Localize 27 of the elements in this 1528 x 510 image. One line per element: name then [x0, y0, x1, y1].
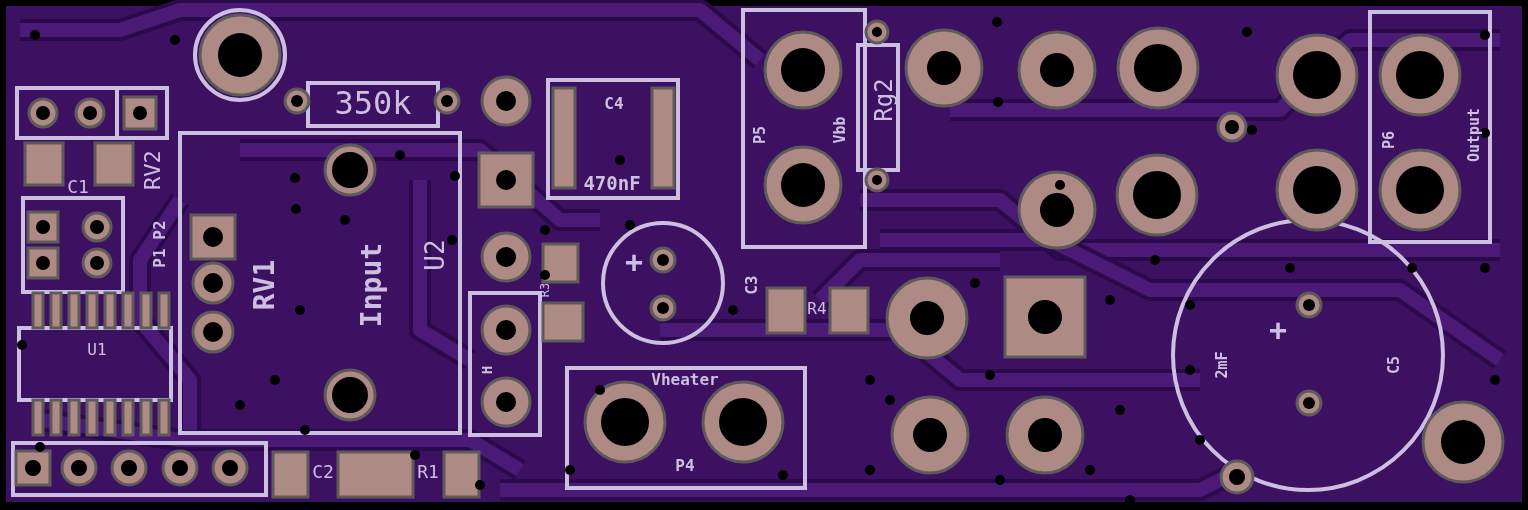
silkscreen-label: RV2 [142, 150, 164, 190]
silkscreen-label: Input [358, 242, 386, 328]
silkscreen-label: P6 [1381, 130, 1397, 150]
silkscreen-label: P5 [752, 125, 768, 145]
silkscreen-label: 350k [334, 87, 412, 119]
silkscreen-label: Rg2 [872, 78, 896, 122]
silkscreen-label: 470nF [583, 173, 641, 193]
silkscreen-label: Vbb [832, 116, 848, 144]
silkscreen-label: 2mF [1214, 351, 1230, 379]
silkscreen-label: RV1 [251, 259, 279, 311]
silkscreen-label: C3 [744, 275, 760, 295]
silkscreen-label: U1 [87, 342, 107, 358]
silkscreen-label: P1 [152, 248, 168, 268]
silkscreen-label: H [480, 365, 494, 375]
silkscreen-label: + [1268, 315, 1288, 345]
silkscreen-label: C5 [1386, 355, 1402, 375]
silkscreen-label: Output [1466, 107, 1482, 163]
silkscreen-label: U2 [422, 239, 448, 271]
silkscreen-label: P2 [152, 220, 168, 240]
silkscreen-label: Vheater [651, 372, 719, 388]
silkscreen-label: C1 [67, 178, 89, 196]
silkscreen-label: C4 [604, 96, 624, 112]
silkscreen-label: C2 [312, 463, 334, 481]
silkscreen-label: P4 [675, 458, 695, 474]
silkscreen-label: R1 [417, 463, 439, 481]
silkscreen-label: + [624, 247, 644, 277]
silkscreen-label: R4 [807, 301, 827, 317]
